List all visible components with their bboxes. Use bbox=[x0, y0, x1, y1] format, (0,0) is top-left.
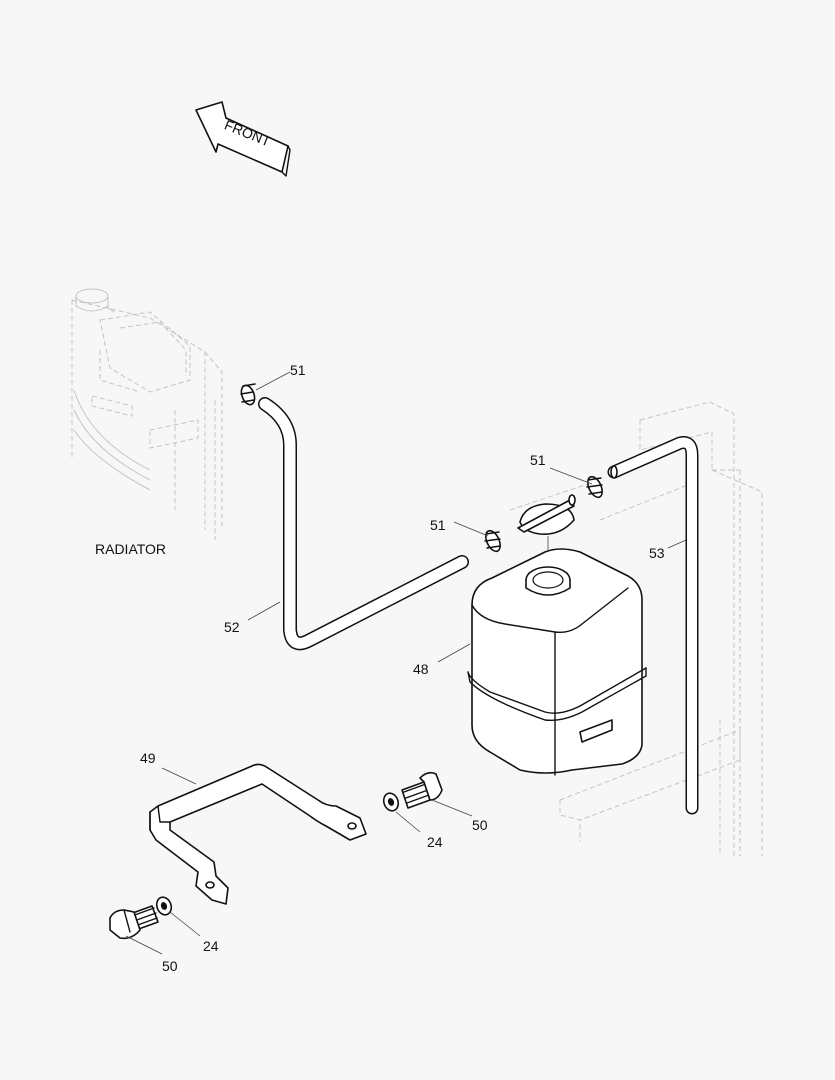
hose-clamp-right bbox=[586, 475, 603, 499]
label-bracket: 49 bbox=[140, 750, 156, 766]
leader-lines bbox=[125, 371, 687, 955]
washer-lower bbox=[155, 896, 173, 916]
label-washer-lower: 24 bbox=[203, 938, 219, 954]
label-clamp-cap: 51 bbox=[430, 517, 446, 533]
front-arrow: FRONT bbox=[195, 101, 291, 177]
hose-clamp-upper bbox=[240, 383, 256, 406]
hose-clamp-cap bbox=[484, 529, 501, 553]
bolt-upper bbox=[401, 771, 443, 809]
label-bolt-upper: 50 bbox=[472, 817, 488, 833]
bracket bbox=[149, 763, 367, 905]
hose-53 bbox=[607, 436, 699, 815]
bolt-lower bbox=[109, 905, 159, 940]
tank-cap bbox=[517, 494, 576, 552]
label-bolt-lower: 50 bbox=[162, 958, 178, 974]
radiator-ghost bbox=[71, 288, 223, 540]
label-clamp-right: 51 bbox=[530, 452, 546, 468]
reservoir-tank bbox=[467, 548, 647, 776]
hose-52 bbox=[258, 397, 469, 651]
label-tank: 48 bbox=[413, 661, 429, 677]
radiator-label: RADIATOR bbox=[95, 541, 166, 557]
label-hose-right: 53 bbox=[649, 545, 665, 561]
frame-ghost bbox=[509, 401, 763, 856]
label-washer-upper: 24 bbox=[427, 834, 443, 850]
label-hose-left: 52 bbox=[224, 619, 240, 635]
washer-upper bbox=[382, 792, 400, 812]
label-clamp-upper: 51 bbox=[290, 362, 306, 378]
